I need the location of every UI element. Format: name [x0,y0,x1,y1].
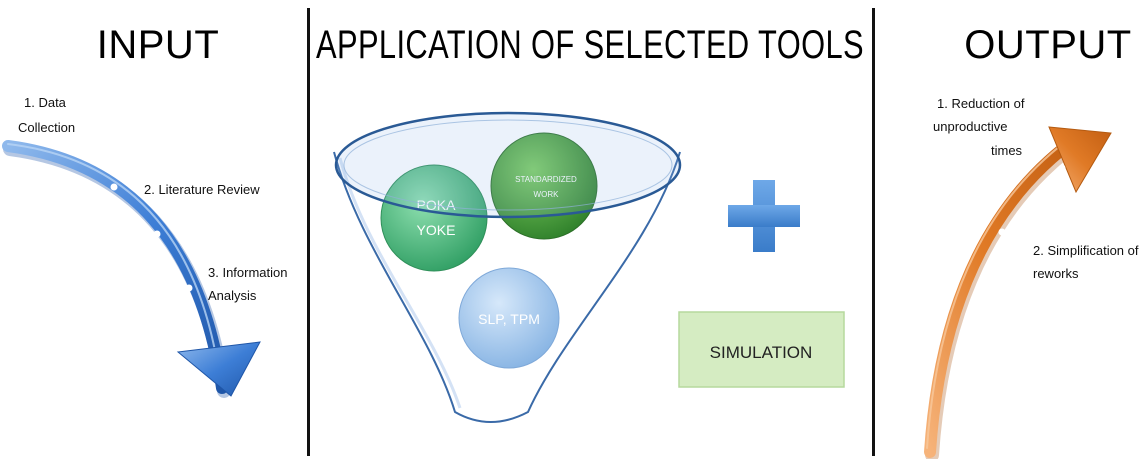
output-title: OUTPUT [964,23,1131,67]
svg-text:1. Data: 1. Data [24,95,67,110]
output-marker-1 [998,228,1006,236]
simulation-box: SIMULATION [678,311,845,388]
input-title: INPUT [97,23,220,67]
funnel-rim [334,111,682,219]
svg-text:SLP, TPM: SLP, TPM [478,311,540,327]
tool-bubble-slp-tpm: SLP, TPM [458,267,560,369]
svg-text:WORK: WORK [534,190,560,199]
input-marker-3 [185,284,193,292]
funnel-rim-inner [343,119,673,211]
input-arrow [2,140,261,398]
svg-text:STANDARDIZED: STANDARDIZED [515,175,577,184]
svg-text:Analysis: Analysis [208,288,257,303]
plus-icon [728,180,800,252]
tool-bubble-poka-yoke: POKA YOKE [380,164,488,272]
svg-text:times: times [991,143,1023,158]
svg-text:unproductive: unproductive [933,119,1007,134]
input-marker-2 [153,230,161,238]
input-step-3: 3. Information Analysis [208,265,288,303]
svg-text:YOKE: YOKE [417,222,456,238]
svg-text:3. Information: 3. Information [208,265,288,280]
input-step-1: 1. Data Collection [18,95,75,135]
simulation-label: SIMULATION [710,343,813,362]
svg-text:reworks: reworks [1033,266,1079,281]
output-arrow [924,126,1112,459]
left-divider [307,8,310,456]
svg-text:2. Literature Review: 2. Literature Review [144,182,260,197]
output-item-2: 2. Simplification of reworks [1033,243,1139,281]
input-marker-1 [110,183,118,191]
output-marker-2 [1058,164,1066,172]
application-title: APPLICATION OF SELECTED TOOLS [316,23,864,67]
svg-text:Collection: Collection [18,120,75,135]
svg-text:1. Reduction of: 1. Reduction of [937,96,1025,111]
svg-text:2. Simplification of: 2. Simplification of [1033,243,1139,258]
output-item-1: 1. Reduction of unproductive times [933,96,1025,158]
input-step-2: 2. Literature Review [144,182,260,197]
right-divider [872,8,875,456]
svg-text:POKA: POKA [417,197,457,213]
